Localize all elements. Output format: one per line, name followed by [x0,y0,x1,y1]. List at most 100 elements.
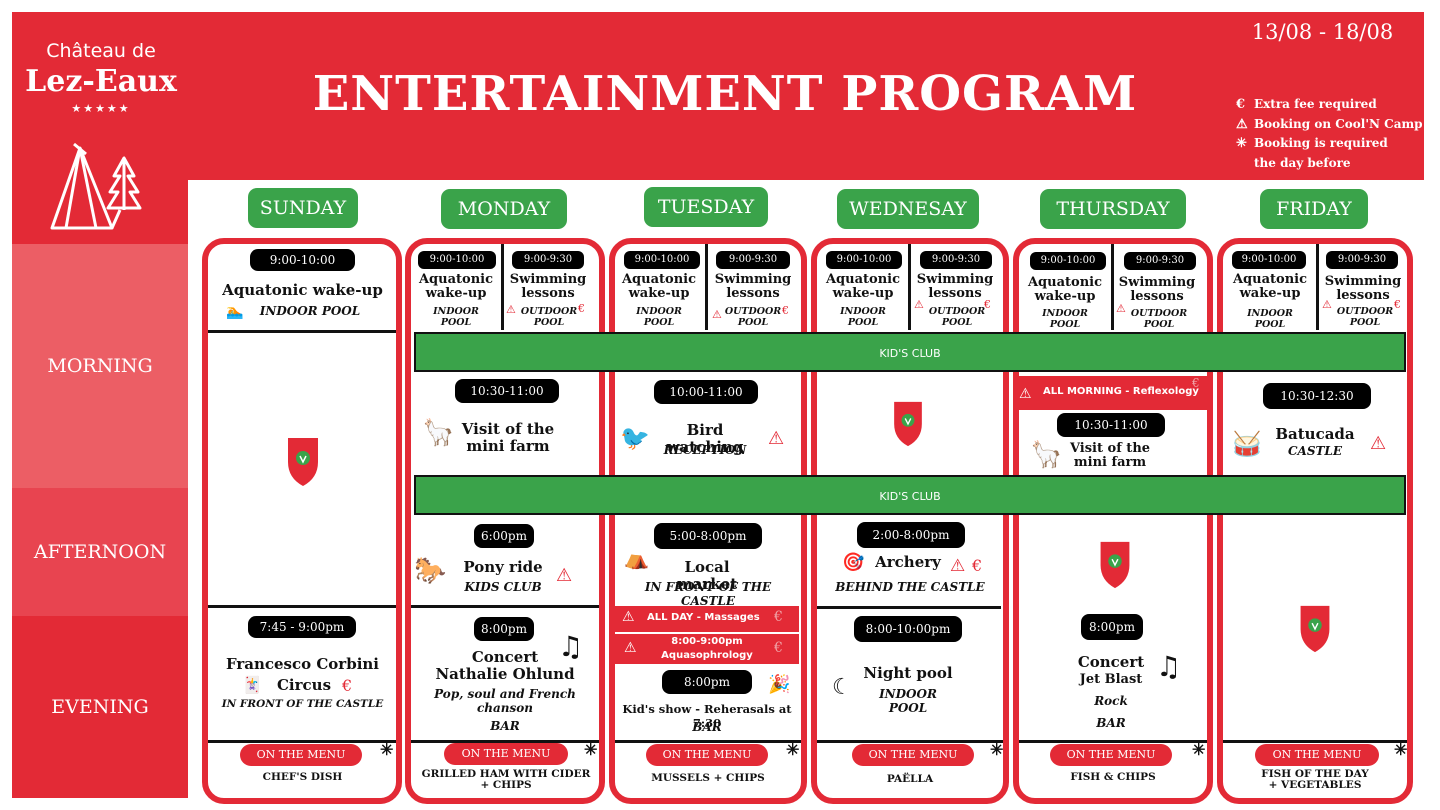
shield-logo-icon [288,438,318,486]
euro-icon: € [1236,97,1246,112]
friday-time-1: 9:00-10:00 [1232,251,1306,269]
thursday-menu-label: ON THE MENU [1050,744,1172,766]
warning-icon: ⚠ [1322,298,1332,311]
wednesday-evening-time: 8:00-10:00pm [854,616,962,642]
page-title: ENTERTAINMENT PROGRAM [312,66,1138,122]
warning-icon: ⚠ [622,609,635,625]
friday-time-2: 9:00-9:30 [1326,251,1398,269]
day-header-sunday: SUNDAY [248,188,358,228]
wednesday-time-1: 9:00-10:00 [826,251,902,269]
thursday-time-1: 9:00-10:00 [1030,252,1106,270]
brand-name: Lez-Eaux [25,64,177,99]
wednesday-aft-activity: Archery [875,553,941,571]
warning-icon: ⚠ [914,298,924,311]
warning-icon: ⚠ [1370,433,1387,454]
divider [817,606,1001,609]
tuesday-menu-label: ON THE MENU [646,744,768,766]
asterisk-icon: ✳ [1394,740,1408,759]
thursday-time-2: 9:00-9:30 [1124,252,1196,270]
column-sunday [202,238,402,804]
sunday-evening-location: IN FRONT OF THE CASTLE [221,698,384,710]
tuesday-time-2: 9:00-9:30 [716,251,790,269]
monday-aft-time: 6:00pm [474,524,534,548]
warning-icon: ⚠ [1019,386,1032,402]
shield-logo-icon [1300,605,1330,653]
tuesday-evening-activity: Kid's show - Reherasals at 7:30 [622,702,792,730]
friday-late-activity: Batucada [1275,425,1355,443]
llama-icon: 🦙 [1030,440,1063,470]
divider [501,244,504,330]
divider [1316,244,1319,330]
party-icon: 🎉 [768,674,791,695]
legend-fee: €Extra fee required [1236,95,1426,115]
target-icon: 🎯 [842,552,865,573]
kids-club-bar-afternoon: KID'S CLUB [414,475,1406,515]
wednesday-aft-time: 2:00-8:00pm [857,522,965,548]
monday-aft-activity: Pony ride [463,558,543,576]
euro-icon: € [972,556,983,575]
euro-icon: € [1394,298,1401,311]
warning-icon: ⚠ [768,428,785,449]
euro-icon: € [774,640,783,656]
period-evening: EVENING [12,616,188,798]
music-note-icon: ♫ [1156,650,1182,683]
divider [615,740,801,743]
divider [411,605,599,608]
monday-late-time: 10:30-11:00 [455,379,559,403]
monday-menu-label: ON THE MENU [444,743,568,765]
brand-stars: ★★★★★ [71,102,131,115]
tuesday-late-activity: Bird watching [666,421,744,456]
thursday-evening-location: BAR [1096,716,1126,730]
friday-menu-label: ON THE MENU [1255,744,1379,766]
wednesday-time-2: 9:00-9:30 [920,251,992,269]
euro-icon: € [782,304,789,317]
tuesday-massage-banner: ALL DAY - Massages [615,606,799,632]
thursday-reflexology-banner: ALL MORNING - Reflexology [1019,376,1207,410]
divider [208,330,396,333]
llama-icon: 🦙 [422,418,455,448]
divider [1223,740,1407,743]
asterisk-icon: ✳ [990,740,1004,759]
warning-icon: ⚠ [1236,116,1248,132]
tuesday-aft-activity: Local market [676,558,738,593]
day-header-thursday: THURSDAY [1040,189,1186,229]
day-header-friday: FRIDAY [1260,189,1368,229]
music-note-icon: ♫ [558,630,584,663]
shield-logo-icon [894,401,922,447]
warning-icon: ⚠ [712,308,722,321]
tuesday-late-time: 10:00-11:00 [654,380,758,404]
divider [208,605,396,608]
warning-icon: ⚠ [624,640,637,656]
market-stall-icon: ⛺ [624,546,649,570]
sunday-evening-time: 7:45 - 9:00pm [248,616,356,638]
warning-icon: ⚠ [950,556,966,576]
sunday-menu-label: ON THE MENU [240,744,362,766]
asterisk-icon: ✳ [786,740,800,759]
euro-icon: € [774,609,783,625]
tent-icon [50,142,142,230]
day-header-tuesday: TUESDAY [644,187,768,227]
wednesday-evening-activity: Night pool [863,664,953,682]
friday-dish: FISH OF THE DAY+ VEGETABLES [1261,768,1369,791]
sunday-morning-location: INDOOR POOL [259,304,361,318]
warning-icon: ⚠ [506,303,516,316]
monday-time-2: 9:00-9:30 [512,251,584,269]
divider [208,740,396,743]
tuesday-time-1: 9:00-10:00 [624,251,700,269]
